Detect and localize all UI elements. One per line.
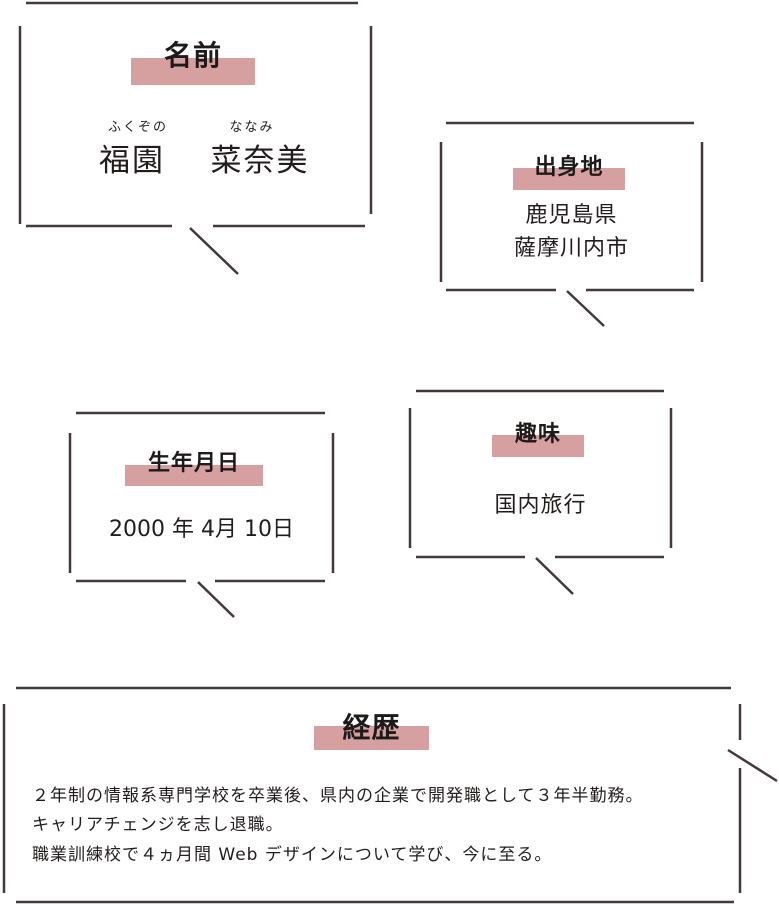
name-card-title: 名前 — [163, 39, 222, 72]
career-card-title: 経歴 — [342, 711, 401, 744]
birthday-value: 2000 年 4月 10日 — [109, 517, 294, 542]
birthplace-card-title: 出身地 — [534, 155, 604, 180]
career-line-2: キャリアチェンジを志し退職。 — [32, 815, 284, 835]
birthplace-city: 薩摩川内市 — [513, 236, 629, 261]
birthplace-card-frame — [439, 121, 704, 327]
career-line-1: ２年制の情報系専門学校を卒業後、県内の企業で開発職として３年半勤務。 — [32, 786, 644, 806]
hobby-card-title: 趣味 — [514, 422, 561, 447]
birthday-card-title: 生年月日 — [147, 451, 240, 476]
hobby-card-frame — [408, 389, 673, 595]
family-name-ruby: ふくぞの — [107, 120, 168, 135]
given-name: 菜奈美 — [210, 143, 310, 179]
career-line-3: 職業訓練校で４ヵ月間 Web デザインについて学び、今に至る。 — [32, 845, 553, 865]
hobby-value: 国内旅行 — [494, 493, 587, 518]
birthplace-prefecture: 鹿児島県 — [525, 203, 618, 228]
birthday-card-frame — [68, 411, 335, 618]
given-name-ruby: ななみ — [229, 120, 275, 135]
family-name: 福園 — [99, 143, 165, 179]
career-card-frame — [2, 686, 778, 904]
name-card-frame — [18, 1, 373, 275]
